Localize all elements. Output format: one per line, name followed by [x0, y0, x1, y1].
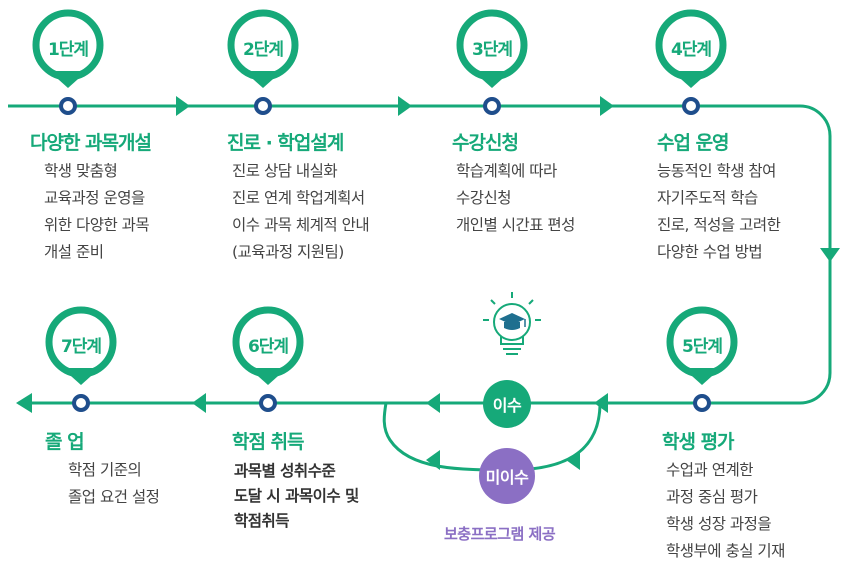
step-1-desc: 학생 맞춤형 교육과정 운영을 위한 다양한 과목 개설 준비	[44, 158, 150, 266]
desc-line: 학생 성장 과정을	[666, 515, 772, 533]
step-5-pin: 5단계	[666, 302, 738, 412]
desc-line: 개인별 시간표 편성	[456, 216, 575, 234]
step-label: 5단계	[681, 337, 723, 357]
step-7-desc: 학점 기준의 졸업 요건 설정	[68, 457, 160, 511]
desc-line: 학습계획에 따라	[456, 162, 557, 180]
desc-line: 수강신청	[456, 189, 512, 207]
lightbulb-graduation-cap-icon	[483, 292, 541, 355]
step-6-title: 학점 취득	[232, 431, 305, 453]
step-1-pin: 1단계	[32, 5, 104, 115]
desc-line: 진로, 적성을 고려한	[657, 216, 781, 234]
desc-line: 과목별 성취수준	[234, 462, 336, 480]
step-7-pin: 7단계	[45, 302, 117, 412]
arrow-left-icon	[192, 393, 206, 413]
desc-line: 이수 과목 체계적 안내	[232, 216, 370, 234]
arrow-down-icon	[820, 248, 840, 262]
arrow-left-icon	[426, 393, 440, 413]
step-2-title: 진로 · 학업설계	[227, 132, 344, 154]
desc-line: 졸업 요건 설정	[68, 488, 160, 506]
step-3-title: 수강신청	[452, 132, 519, 154]
desc-line: 능동적인 학생 참여	[657, 162, 776, 180]
desc-line: 도달 시 과목이수 및	[234, 487, 359, 505]
desc-line: 진로 연계 학업계획서	[232, 189, 365, 207]
step-label: 2단계	[242, 40, 284, 60]
desc-line: 학생부에 충실 기재	[666, 542, 785, 560]
step-3-desc: 학습계획에 따라 수강신청 개인별 시간표 편성	[456, 158, 575, 239]
desc-line: 과정 중심 평가	[666, 488, 758, 506]
complete-badge: 이수	[483, 380, 531, 428]
step-2-pin: 2단계	[227, 5, 299, 115]
step-3-pin: 3단계	[456, 5, 528, 115]
desc-line: 학점취득	[234, 512, 290, 530]
desc-line: 다양한 수업 방법	[657, 243, 763, 261]
step-label: 7단계	[60, 337, 102, 357]
step-label: 1단계	[47, 40, 89, 60]
step-5-title: 학생 평가	[662, 431, 735, 453]
desc-line: 학점 기준의	[68, 461, 142, 479]
desc-line: 자기주도적 학습	[657, 189, 758, 207]
branch-curve	[382, 402, 602, 472]
desc-line: (교육과정 지원팀)	[232, 243, 344, 261]
incomplete-badge: 미이수	[479, 448, 535, 504]
step-4-title: 수업 운영	[657, 132, 730, 154]
step-6-desc: 과목별 성취수준 도달 시 과목이수 및 학점취득	[234, 459, 359, 534]
arrow-right-icon	[398, 96, 412, 116]
step-label: 3단계	[471, 40, 513, 60]
step-5-desc: 수업과 연계한 과정 중심 평가 학생 성장 과정을 학생부에 충실 기재	[666, 457, 785, 565]
step-1-title: 다양한 과목개설	[30, 132, 152, 154]
desc-line: 학생 맞춤형	[44, 162, 118, 180]
step-6-pin: 6단계	[232, 302, 304, 412]
remedial-program-label: 보충프로그램 제공	[444, 525, 556, 543]
desc-line: 위한 다양한 과목	[44, 216, 150, 234]
arrow-left-icon	[426, 450, 440, 470]
desc-line: 수업과 연계한	[666, 461, 753, 479]
step-4-pin: 4단계	[655, 5, 727, 115]
step-2-desc: 진로 상담 내실화 진로 연계 학업계획서 이수 과목 체계적 안내 (교육과정…	[232, 158, 370, 266]
arrow-right-icon	[600, 96, 614, 116]
arrow-right-icon	[176, 96, 190, 116]
desc-line: 개설 준비	[44, 243, 104, 261]
step-label: 6단계	[247, 337, 289, 357]
step-label: 4단계	[670, 40, 712, 60]
desc-line: 진로 상담 내실화	[232, 162, 338, 180]
desc-line: 교육과정 운영을	[44, 189, 145, 207]
arrow-left-icon	[566, 450, 580, 470]
step-7-title: 졸 업	[45, 431, 85, 453]
step-4-desc: 능동적인 학생 참여 자기주도적 학습 진로, 적성을 고려한 다양한 수업 방…	[657, 158, 781, 266]
arrow-left-icon	[16, 393, 32, 413]
